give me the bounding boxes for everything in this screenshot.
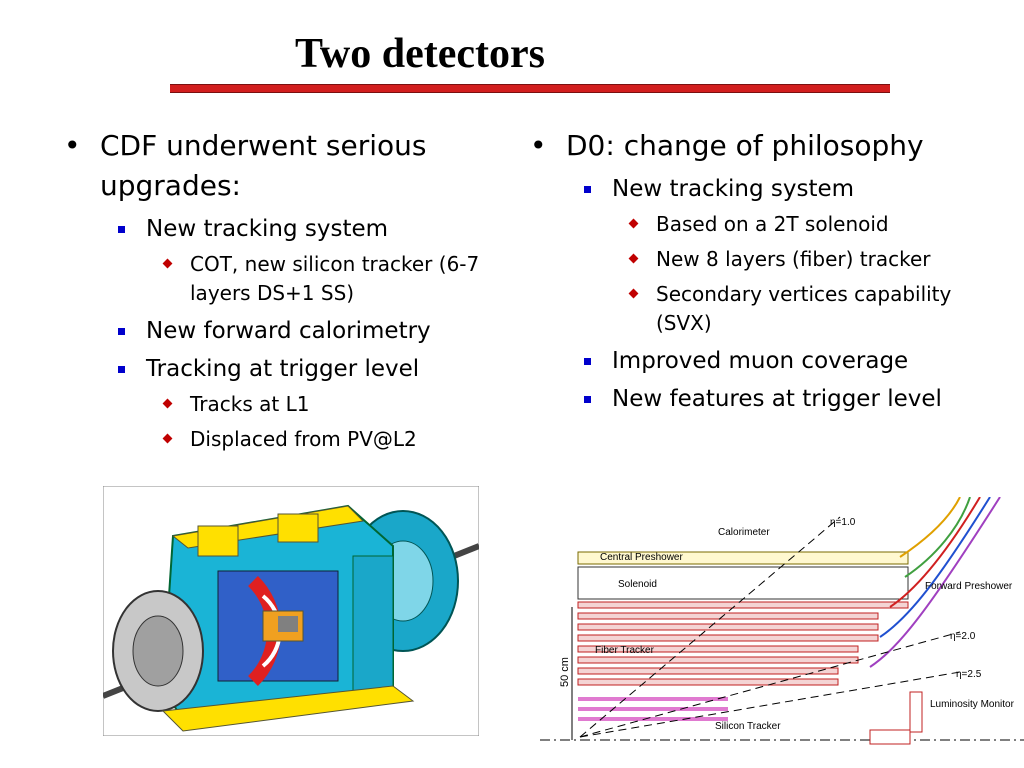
bullet-dot-icon: • xyxy=(530,129,547,162)
square-bullet-icon xyxy=(118,226,125,233)
title-underline xyxy=(170,84,890,93)
slide-title: Two detectors xyxy=(295,31,545,77)
right-item-label: New features at trigger level xyxy=(612,386,942,412)
right-subitem-label: New 8 layers (fiber) tracker xyxy=(656,247,931,271)
square-bullet-icon xyxy=(118,366,125,373)
right-subitem: Secondary vertices capability (SVX) xyxy=(528,280,968,338)
right-item: Improved muon coverage xyxy=(528,346,968,376)
left-subitem: COT, new silicon tracker (6-7 layers DS+… xyxy=(62,250,502,308)
left-subitem-label: COT, new silicon tracker (6-7 layers DS+… xyxy=(190,252,480,305)
left-item-label: New forward calorimetry xyxy=(146,318,431,344)
diamond-bullet-icon xyxy=(628,288,639,299)
left-subitem-label: Displaced from PV@L2 xyxy=(190,427,417,451)
left-heading-text: CDF underwent serious upgrades: xyxy=(100,129,427,202)
right-subitem: New 8 layers (fiber) tracker xyxy=(528,245,968,274)
eta-25-label: η=2.5 xyxy=(956,669,982,680)
solenoid-label: Solenoid xyxy=(618,579,657,590)
left-subitem: Displaced from PV@L2 xyxy=(62,425,502,454)
left-column: • CDF underwent serious upgrades: New tr… xyxy=(62,126,502,454)
left-item: New forward calorimetry xyxy=(62,316,502,346)
left-heading: • CDF underwent serious upgrades: xyxy=(62,126,502,206)
bullet-dot-icon: • xyxy=(64,129,81,162)
diamond-bullet-icon xyxy=(162,258,173,269)
left-item: Tracking at trigger level xyxy=(62,354,502,384)
right-subitem-label: Secondary vertices capability (SVX) xyxy=(656,282,952,335)
left-subitem-label: Tracks at L1 xyxy=(190,392,310,416)
luminosity-monitor-label: Luminosity Monitor xyxy=(930,699,1015,710)
left-item: New tracking system xyxy=(62,214,502,244)
diamond-bullet-icon xyxy=(628,253,639,264)
left-item-label: New tracking system xyxy=(146,216,389,242)
eta-1-label: η=1.0 xyxy=(830,517,856,528)
right-item-label: New tracking system xyxy=(612,176,855,202)
calorimeter-label: Calorimeter xyxy=(718,527,770,538)
diamond-bullet-icon xyxy=(628,218,639,229)
fiber-tracker-label: Fiber Tracker xyxy=(595,645,655,656)
right-subitem-label: Based on a 2T solenoid xyxy=(656,212,889,236)
silicon-tracker-label: Silicon Tracker xyxy=(715,721,781,732)
right-column: • D0: change of philosophy New tracking … xyxy=(528,126,968,414)
right-item: New features at trigger level xyxy=(528,384,968,414)
left-subitem: Tracks at L1 xyxy=(62,390,502,419)
forward-preshower-label: Forward Preshower xyxy=(925,581,1013,592)
square-bullet-icon xyxy=(584,358,591,365)
right-item: New tracking system xyxy=(528,174,968,204)
diamond-bullet-icon xyxy=(162,398,173,409)
eta-2-label: η=2.0 xyxy=(950,631,976,642)
right-heading: • D0: change of philosophy xyxy=(528,126,968,166)
scale-label: 50 cm xyxy=(559,657,571,687)
central-preshower-label: Central Preshower xyxy=(600,552,683,563)
square-bullet-icon xyxy=(118,328,125,335)
diamond-bullet-icon xyxy=(162,433,173,444)
square-bullet-icon xyxy=(584,396,591,403)
d0-tracker-diagram: Calorimeter Central Preshower Solenoid F… xyxy=(540,497,1024,760)
right-item-label: Improved muon coverage xyxy=(612,348,909,374)
left-item-label: Tracking at trigger level xyxy=(146,356,420,382)
square-bullet-icon xyxy=(584,186,591,193)
right-heading-text: D0: change of philosophy xyxy=(566,129,924,162)
cdf-detector-illustration xyxy=(103,486,479,736)
right-subitem: Based on a 2T solenoid xyxy=(528,210,968,239)
